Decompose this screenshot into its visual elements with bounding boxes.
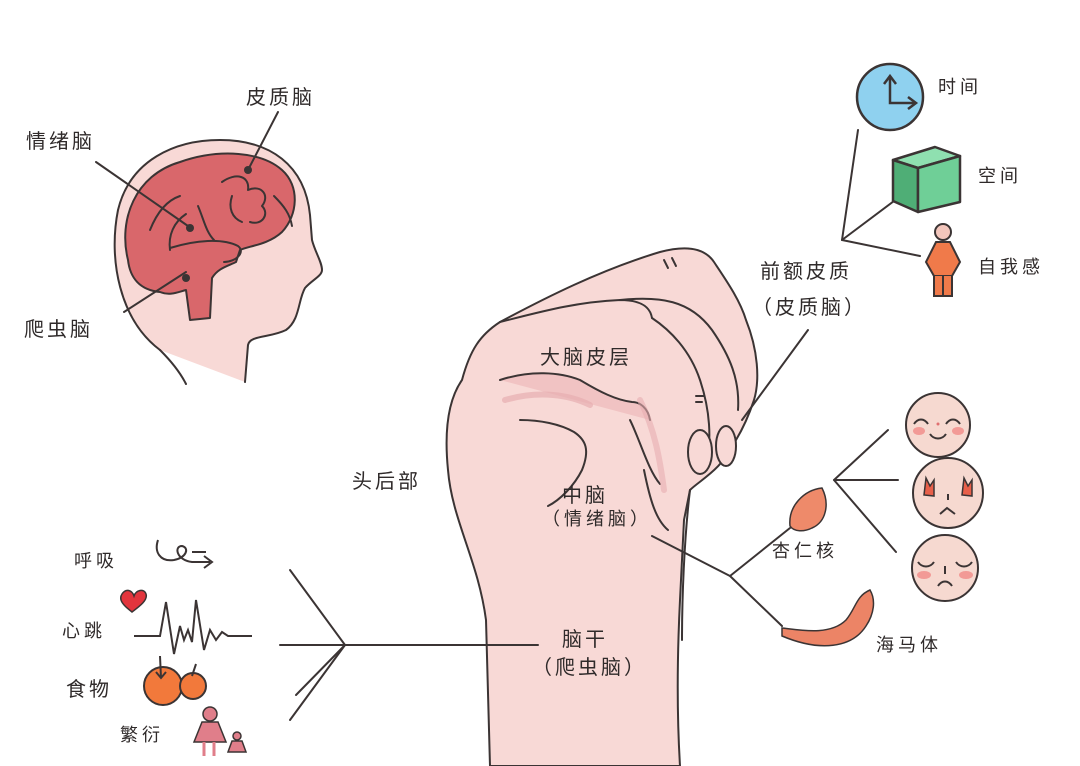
brain-icon [124,152,296,321]
label-heartbeat: 心跳 [62,621,106,642]
label-sense-of-self: 自我感 [978,257,1044,278]
label-midbrain-sub: （情绪脑） [542,509,652,530]
label-back-of-head: 头后部 [352,469,421,493]
label-reproduction: 繁衍 [120,725,164,746]
fist-hand-icon [445,247,759,766]
label-reptilian-brain: 爬虫脑 [24,317,93,341]
sad-face-icon [911,534,979,602]
happy-face-icon [905,392,971,458]
label-cortex-brain: 皮质脑 [246,85,315,109]
label-cerebral-cortex: 大脑皮层 [540,345,632,369]
clock-icon [855,62,925,132]
breath-icon [155,539,214,569]
label-prefrontal-cortex: 前额皮质 [760,259,852,283]
hippocampus-icon [781,589,875,647]
label-brainstem-sub: （爬虫脑） [532,655,647,679]
label-space: 空间 [978,166,1022,187]
label-food: 食物 [66,677,112,701]
label-midbrain: 中脑 [562,483,608,507]
label-time: 时间 [938,77,982,98]
label-prefrontal-cortex-sub: （皮质脑） [752,295,867,319]
label-brainstem: 脑干 [562,627,608,651]
person-icon [924,223,962,297]
heartbeat-icon [134,599,252,655]
heart-icon [120,589,148,613]
cube-icon [891,145,962,214]
label-hippocampus: 海马体 [876,635,942,656]
amygdala-icon [789,487,827,532]
label-breathing: 呼吸 [74,551,118,572]
label-amygdala: 杏仁核 [772,541,838,562]
head-profile-icon [95,111,323,385]
label-emotional-brain: 情绪脑 [26,129,95,153]
family-icon [192,706,248,756]
angry-face-icon [912,457,984,529]
fruit-icon [143,655,207,706]
